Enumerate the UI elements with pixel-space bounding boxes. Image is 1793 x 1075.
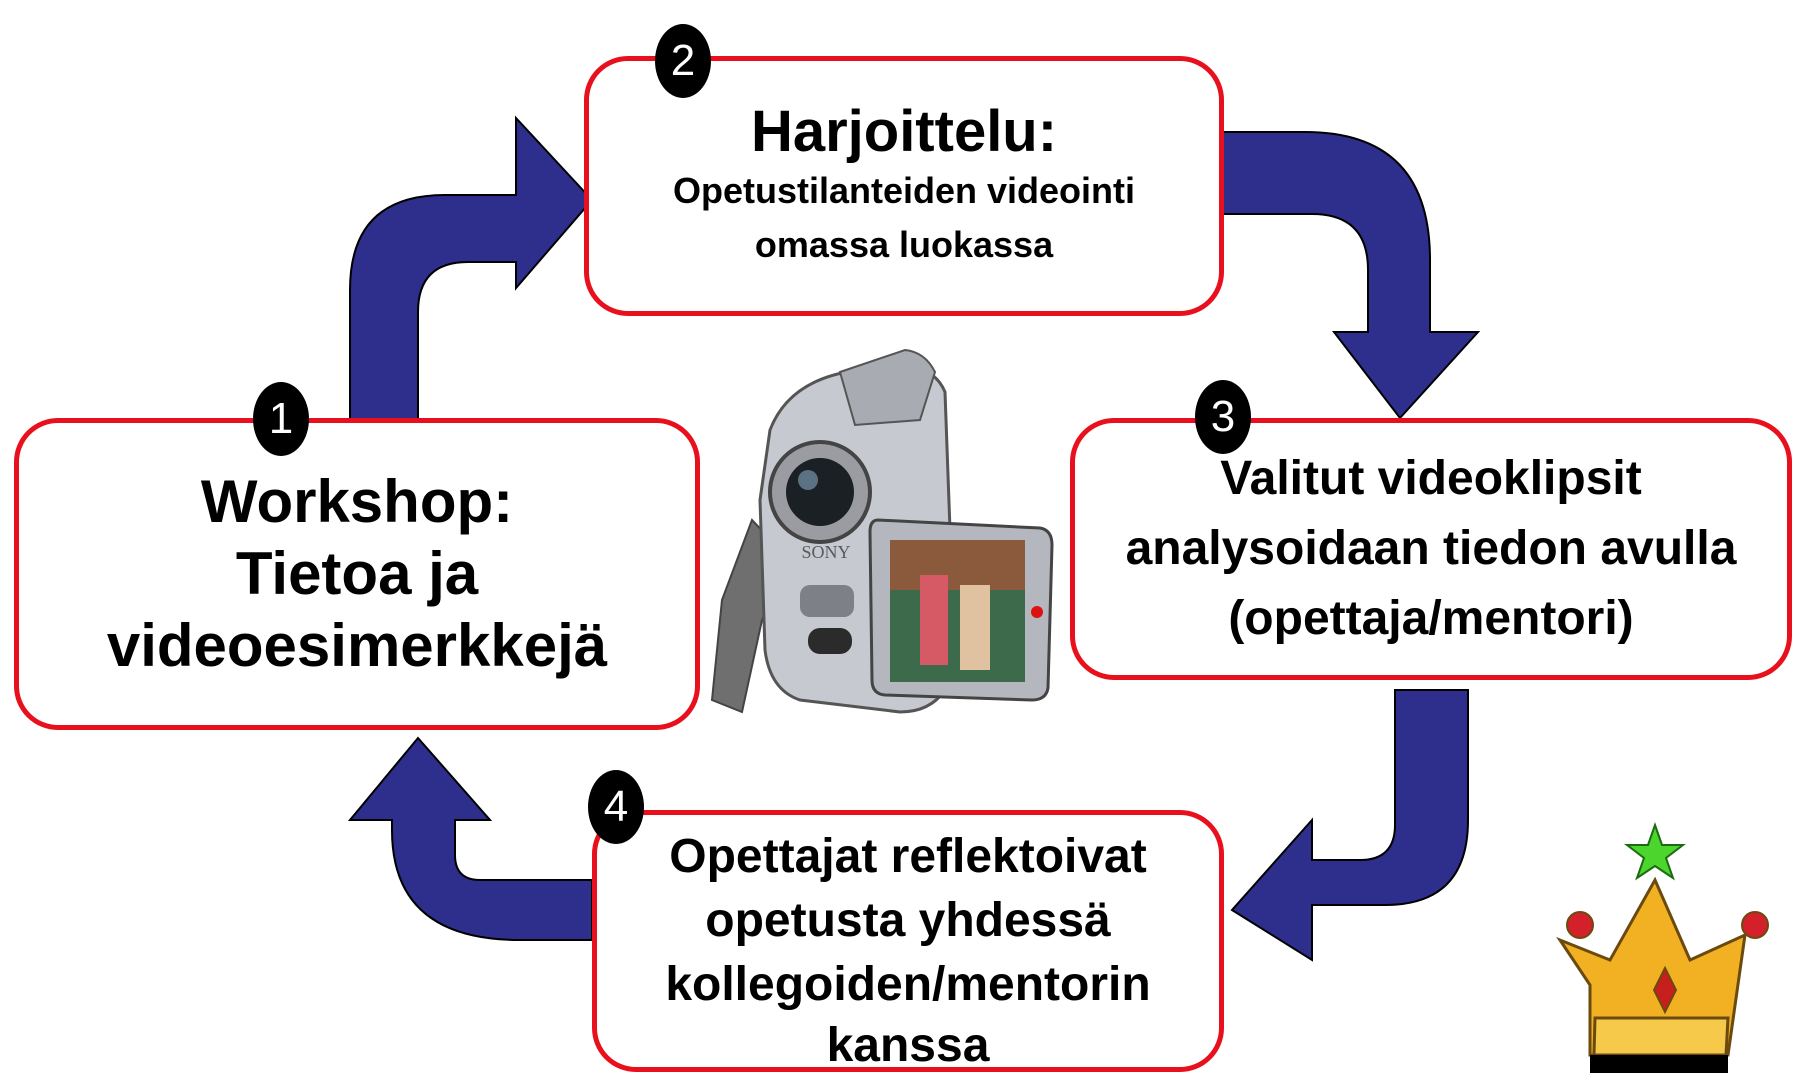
camera-screen-scene-3 <box>960 585 990 670</box>
step-1-line-1: Workshop: <box>200 468 514 535</box>
crown-body <box>1556 876 1747 1057</box>
camera-top <box>838 348 937 427</box>
step-2-line-2: omassa luokassa <box>754 224 1054 265</box>
step-4-number-badge: 4 <box>588 770 644 844</box>
step-1-box: Workshop: Tietoa ja videoesimerkkejä <box>14 418 700 730</box>
camera-lens <box>786 458 854 526</box>
step-4-line-3: kollegoiden/mentorin <box>665 958 1151 1011</box>
camera-record-dot <box>1031 606 1043 618</box>
crown-star <box>1624 821 1686 881</box>
step-4-line-1: Opettajat reflektoivat <box>669 830 1147 883</box>
step-1-number-badge: 1 <box>253 382 309 456</box>
step-1-line-3: videoesimerkkejä <box>106 612 608 679</box>
step-2-line-1: Opetustilanteiden videointi <box>672 170 1136 211</box>
step-2-number-badge: 2 <box>655 24 711 98</box>
camera-screen-scene-2 <box>920 575 948 665</box>
step-3-box: Valitut videoklipsit analysoidaan tiedon… <box>1070 418 1792 680</box>
video-camera-icon: SONY <box>710 348 1054 714</box>
crown-icon <box>1556 821 1769 1073</box>
crown-base <box>1590 1055 1728 1073</box>
crown-left-orb <box>1566 911 1594 939</box>
camera-screen-scene-1 <box>890 540 1025 590</box>
crown-gem <box>1652 965 1678 1015</box>
step-3-line-1: Valitut videoklipsit <box>1220 452 1642 505</box>
camera-lens-glare <box>798 470 818 490</box>
step-4-line-4: kanssa <box>826 1019 990 1072</box>
step-3-line-2: analysoidaan tiedon avulla <box>1125 522 1737 575</box>
step-4-line-2: opetusta yhdessä <box>705 894 1111 947</box>
step-3-number-badge: 3 <box>1195 380 1251 454</box>
arrow-4-to-1 <box>347 736 593 941</box>
step-2-box: Harjoittelu: Opetustilanteiden videointi… <box>584 56 1224 316</box>
arrow-3-to-4 <box>1230 689 1469 962</box>
camera-brand-label: SONY <box>801 542 850 562</box>
camera-mic-grille <box>800 585 854 617</box>
arrow-2-to-3 <box>1221 131 1481 420</box>
camera-button <box>808 628 852 654</box>
step-1-line-2: Tietoa ja <box>235 540 479 607</box>
crown-right-orb <box>1741 911 1769 939</box>
arrow-1-to-2 <box>349 115 594 421</box>
step-4-box: Opettajat reflektoivat opetusta yhdessä … <box>592 810 1224 1072</box>
step-2-title: Harjoittelu: <box>750 99 1058 164</box>
step-3-line-3: (opettaja/mentori) <box>1228 592 1634 645</box>
crown-band <box>1592 1016 1730 1057</box>
